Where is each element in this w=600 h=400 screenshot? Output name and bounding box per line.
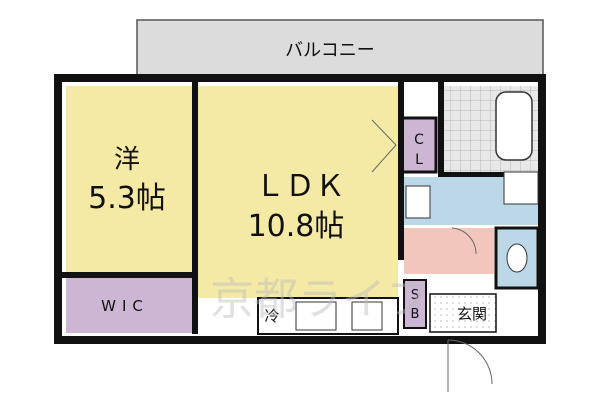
western-room-floor: [66, 86, 192, 272]
western-room-name: 洋: [114, 145, 140, 175]
wic-area: [66, 278, 192, 333]
hallway-door-swing: [451, 227, 477, 255]
entrance-door-swing: [447, 339, 493, 392]
closet-area: [400, 116, 438, 174]
balcony-area: [136, 19, 544, 79]
shoe-box-label-s: S: [411, 288, 419, 303]
shoe-box-label-b: B: [411, 307, 420, 322]
stove: [351, 301, 383, 331]
bathroom-wall: [438, 172, 542, 177]
entrance-floor: [429, 293, 497, 333]
washbasin: [405, 185, 431, 219]
hallway-floor: [404, 228, 494, 274]
closet-label-c: C: [414, 132, 424, 148]
wic-label: WIC: [101, 297, 149, 315]
bathtub: [495, 91, 533, 161]
interior-wall: [192, 82, 198, 334]
ldk-floor: [198, 86, 398, 298]
ldk-name: ＬＤＫ: [255, 169, 345, 204]
interior-wall: [62, 272, 198, 278]
refrigerator-label: 冷: [264, 307, 279, 325]
closet-door-swing: [371, 119, 397, 173]
entrance-label: 玄関: [457, 305, 487, 323]
toilet-bowl: [506, 243, 528, 273]
sink: [295, 301, 337, 331]
closet-label-l: L: [415, 152, 423, 168]
watermark: 京都ライフ: [210, 274, 430, 325]
ldk-size: 10.8帖: [248, 209, 345, 244]
shoe-box: [403, 279, 427, 329]
balcony-label: バルコニー: [285, 40, 375, 61]
bathroom-wall: [438, 82, 444, 174]
interior-wall: [398, 82, 404, 260]
western-room-size: 5.3帖: [88, 181, 166, 216]
washing-machine: [503, 171, 539, 205]
